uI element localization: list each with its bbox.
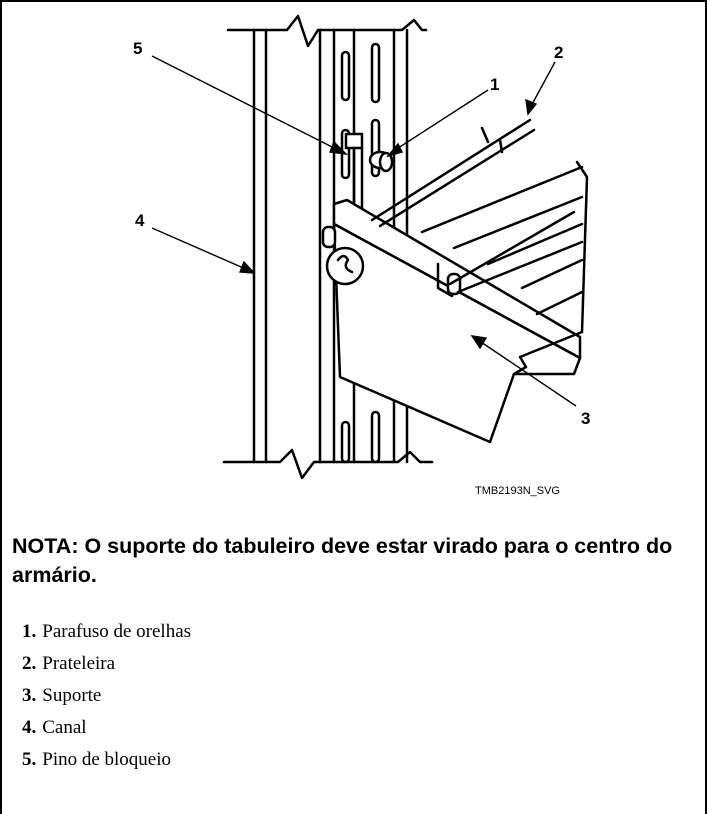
- legend-text: Canal: [42, 717, 87, 738]
- figure-id-label: TMB2193N_SVG: [475, 485, 560, 497]
- callout-2: 2: [554, 43, 563, 62]
- legend-number: 4.: [22, 717, 37, 738]
- callout-3: 3: [581, 409, 590, 428]
- legend-item: 3.Suporte: [22, 680, 191, 712]
- legend-number: 1.: [22, 621, 37, 642]
- legend-text: Parafuso de orelhas: [42, 621, 192, 642]
- legend-item: 4.Canal: [22, 712, 191, 744]
- legend-text: Suporte: [42, 685, 102, 706]
- callout-4: 4: [135, 211, 145, 230]
- shelf-bracket-illustration: 5 1 2 4 3 TMB2193N_SVG: [133, 14, 590, 497]
- legend-item: 1.Parafuso de orelhas: [22, 616, 191, 648]
- callout-5: 5: [133, 39, 142, 58]
- shelf-bracket-figure: 5 1 2 4 3 TMB2193N_SVG: [2, 2, 705, 502]
- callout-1: 1: [490, 75, 499, 94]
- legend-number: 5.: [22, 749, 37, 770]
- legend-text: Prateleira: [42, 653, 116, 674]
- legend-list: 1.Parafuso de orelhas 2.Prateleira 3.Sup…: [22, 616, 191, 776]
- note-text: NOTA: O suporte do tabuleiro deve estar …: [12, 534, 673, 587]
- legend-number: 2.: [22, 653, 37, 674]
- legend-number: 3.: [22, 685, 37, 706]
- legend-item: 5.Pino de bloqueio: [22, 744, 191, 776]
- legend-text: Pino de bloqueio: [42, 749, 172, 770]
- legend-item: 2.Prateleira: [22, 648, 191, 680]
